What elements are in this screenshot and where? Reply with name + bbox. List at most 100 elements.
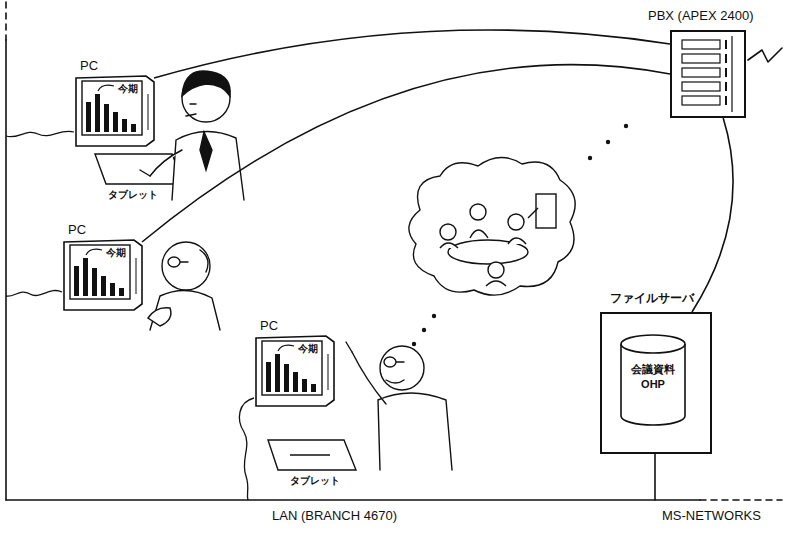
frame: [5, 40, 7, 500]
thought-dots: [412, 342, 416, 346]
rack-post: [725, 68, 727, 77]
person-three: [346, 342, 452, 470]
pbx-label: PBX (APEX 2400): [648, 8, 754, 24]
screen-caption: 今期: [298, 343, 318, 355]
thought-bubble: [470, 230, 488, 238]
pbx-cabinet: [670, 30, 746, 118]
pc-label: PC: [80, 58, 158, 74]
cylinder-top: [621, 335, 685, 353]
network-label: MS-NETWORKS: [662, 508, 761, 523]
cylinder-text: 会議資料 OHP: [618, 362, 688, 392]
thought-bubble: [536, 194, 556, 228]
chart-bar: [119, 288, 124, 296]
cylinder-body: [621, 344, 685, 425]
monitor-drawing: [60, 238, 146, 312]
monitor: 今期: [60, 238, 146, 312]
person-one: [140, 71, 244, 200]
thought-bubble: [409, 157, 575, 295]
person-two: [148, 242, 220, 330]
cables: [6, 131, 74, 137]
frame: [6, 2, 782, 500]
monitor-screen: [82, 81, 142, 135]
monitor-drawing: [252, 334, 338, 408]
thought-bubble: [440, 224, 456, 240]
rack-shelf: [682, 82, 720, 91]
rack-shelf: [682, 68, 720, 77]
cables: [239, 398, 254, 500]
connector-line: [692, 118, 733, 312]
person-one: [150, 150, 182, 176]
thought-dots: [606, 140, 610, 144]
person-one: [186, 104, 196, 116]
thought-bubble: [409, 157, 575, 295]
chart-bar: [311, 384, 316, 392]
cables: [6, 290, 62, 296]
chart-bar: [131, 124, 136, 132]
tablets: [268, 440, 356, 470]
rack-shelf: [682, 96, 720, 105]
frame: [700, 499, 782, 501]
person-three: [384, 357, 404, 367]
person-three: [380, 346, 424, 390]
person-two: [162, 242, 210, 290]
chart-bar: [302, 379, 307, 392]
person-three: [378, 393, 452, 470]
thought-bubble: [488, 262, 504, 278]
thought-dots: [588, 156, 592, 160]
person-two: [200, 250, 208, 272]
server-label: ファイルサーバ: [610, 290, 712, 306]
thought-bubble: [508, 238, 526, 244]
file-server: ファイルサーバ会議資料 OHP: [600, 290, 712, 454]
frame: [6, 499, 700, 501]
thought-bubble: [528, 208, 538, 218]
rack-post: [725, 82, 727, 91]
monitor-side: [136, 258, 137, 294]
person-two: [148, 308, 171, 326]
chart-bar: [122, 119, 127, 132]
person-one: [140, 170, 150, 176]
person-one: [182, 71, 230, 96]
person-one: [172, 131, 244, 200]
person-three: [386, 380, 404, 383]
server-cabinet: 会議資料 OHP: [600, 312, 712, 454]
chart-bar: [110, 283, 115, 296]
tablet-label: タブレット: [108, 188, 158, 202]
tablets: [290, 454, 330, 455]
chart-arrow: [86, 249, 102, 255]
thought-dots: [624, 124, 628, 128]
rack-post: [725, 40, 727, 49]
screen-caption: 今期: [118, 83, 138, 95]
chart-arrow: [278, 345, 294, 351]
thought-dots: [422, 328, 426, 332]
monitor-screen: [70, 245, 130, 299]
frame: [654, 452, 656, 500]
monitor: 今期: [72, 74, 158, 148]
chart-bar: [83, 258, 88, 296]
connector-line: [142, 65, 670, 242]
person-three: [352, 352, 386, 404]
monitor: 今期: [252, 334, 338, 408]
pc-label: PC: [68, 222, 146, 238]
tablet-label: タブレット: [290, 474, 340, 488]
chart-bar: [95, 94, 100, 132]
disk-label: 会議資料 OHP: [626, 362, 680, 392]
rack-post: [725, 54, 727, 63]
pc-label: PC: [260, 318, 338, 334]
tablets: [95, 154, 356, 470]
chart-bar: [92, 268, 97, 296]
screen-caption: 今期: [106, 247, 126, 259]
thought-bubble: [508, 214, 524, 230]
pbx-racks: [672, 32, 744, 116]
person-one: [200, 132, 212, 170]
chart-bar: [293, 372, 298, 392]
frame: [748, 48, 782, 62]
pc-monitor: PC 今期: [60, 222, 146, 312]
monitor-case: [64, 240, 142, 310]
frame: [5, 2, 7, 40]
chart-bar: [275, 354, 280, 392]
rack-post: [725, 96, 727, 105]
chart-bar: [101, 276, 106, 296]
thought-bubble: [440, 243, 458, 248]
chart-bar: [284, 364, 289, 392]
